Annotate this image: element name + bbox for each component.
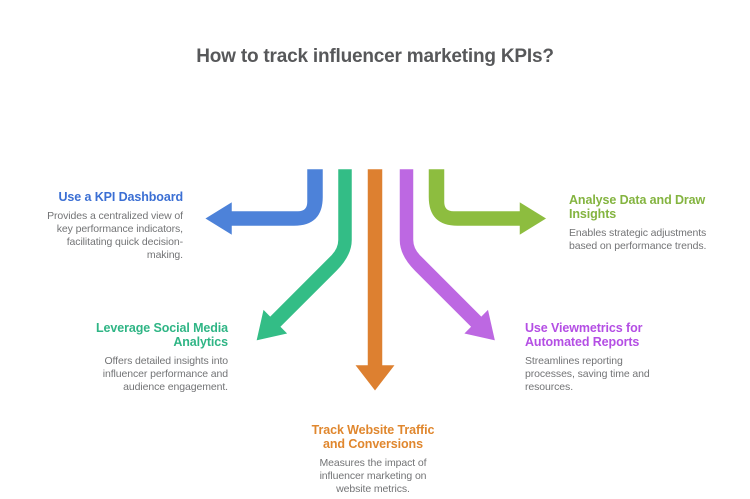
heading-line: and Conversions (323, 437, 423, 451)
website-traffic-down-arrow-icon (350, 166, 400, 395)
heading-line: Automated Reports (525, 335, 640, 349)
heading-line: Track Website Traffic (311, 423, 435, 437)
item-description: Provides a centralized view of key perfo… (0, 210, 183, 262)
analyse-data-right-arrow-icon (426, 166, 551, 240)
page-title: How to track influencer marketing KPIs? (196, 46, 554, 67)
heading-line: Analytics (173, 335, 228, 349)
item-description: Measures the impact of influencer market… (263, 457, 483, 496)
heading-line: Insights (569, 207, 617, 221)
desc-line: Streamlines reporting (525, 355, 623, 367)
desc-line: Enables strategic adjustments (569, 227, 707, 239)
desc-line: key performance indicators, (56, 223, 183, 235)
item-heading: Leverage Social Media Analytics (38, 321, 228, 349)
item-heading: Use Viewmetrics for Automated Reports (525, 321, 705, 349)
desc-line: influencer marketing on (319, 470, 427, 482)
desc-line: Measures the impact of (319, 457, 427, 469)
item-description: Enables strategic adjustments based on p… (569, 227, 747, 253)
item-heading: Analyse Data and Draw Insights (569, 193, 747, 221)
heading-line: Use a KPI Dashboard (58, 190, 183, 204)
desc-line: facilitating quick decision- (66, 236, 183, 248)
item-heading: Track Website Traffic and Conversions (263, 423, 483, 451)
item-viewmetrics-automated-reports: Use Viewmetrics for Automated Reports St… (525, 321, 705, 394)
item-website-traffic-conversions: Track Website Traffic and Conversions Me… (263, 423, 483, 496)
heading-line: Analyse Data and Draw (569, 193, 706, 207)
item-use-kpi-dashboard: Use a KPI Dashboard Provides a centraliz… (0, 190, 183, 262)
desc-line: making. (146, 249, 183, 261)
item-heading: Use a KPI Dashboard (0, 190, 183, 204)
kpi-dashboard-left-arrow-icon (200, 166, 326, 240)
desc-line: processes, saving time and (525, 368, 650, 380)
item-description: Streamlines reporting processes, saving … (525, 355, 705, 394)
item-description: Offers detailed insights into influencer… (38, 355, 228, 394)
heading-line: Leverage Social Media (96, 321, 228, 335)
desc-line: Offers detailed insights into (104, 355, 228, 367)
social-media-diagonal-arrow-icon (253, 166, 355, 344)
viewmetrics-diagonal-arrow-icon (397, 166, 499, 344)
item-social-media-analytics: Leverage Social Media Analytics Offers d… (38, 321, 228, 394)
desc-line: Provides a centralized view of (47, 210, 183, 222)
desc-line: based on performance trends. (569, 240, 707, 252)
desc-line: resources. (525, 381, 574, 393)
item-analyse-data-insights: Analyse Data and Draw Insights Enables s… (569, 193, 747, 253)
desc-line: website metrics. (336, 483, 410, 495)
heading-line: Use Viewmetrics for (525, 321, 643, 335)
desc-line: audience engagement. (123, 381, 228, 393)
desc-line: influencer performance and (102, 368, 228, 380)
